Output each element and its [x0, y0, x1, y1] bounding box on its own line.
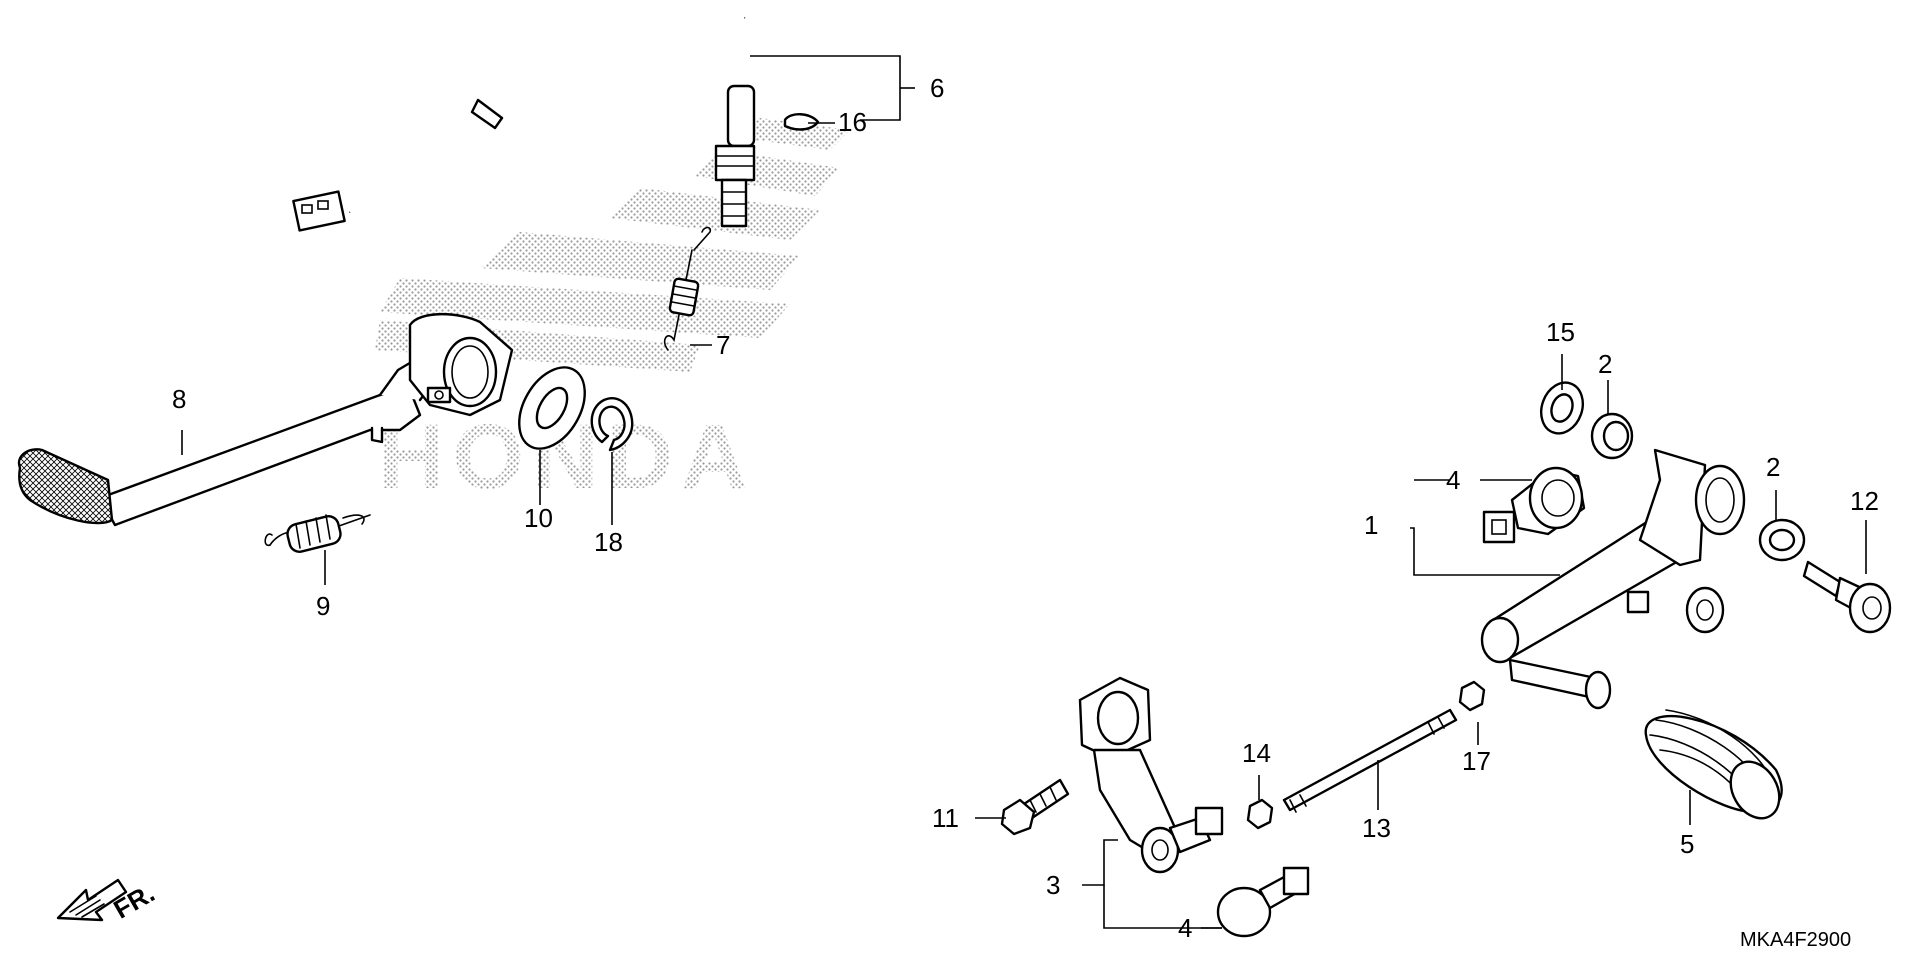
callout-7: 7	[716, 330, 730, 360]
joint-upper	[1482, 466, 1586, 544]
clip-part-16	[783, 113, 820, 131]
callout-15: 15	[1546, 317, 1575, 347]
washer-part-15	[1540, 381, 1584, 435]
brake-switch-harness	[292, 16, 756, 232]
callout-8: 8	[172, 384, 186, 414]
callout-labels: 1 2 2 3 4 4 4 5 6 7 8 9 10 11 12 13 14 1…	[172, 73, 1879, 943]
callout-6: 6	[930, 73, 944, 103]
callout-9: 9	[316, 591, 330, 621]
nut-part-14	[1246, 798, 1274, 830]
pivot-bolt	[1802, 560, 1892, 634]
return-spring	[264, 514, 371, 553]
callout-1: 1	[1364, 510, 1378, 540]
callout-2-upper: 2	[1598, 349, 1612, 379]
shift-rubber	[1644, 709, 1783, 820]
brake-pedal	[17, 312, 514, 527]
callout-12: 12	[1850, 486, 1879, 516]
snap-ring	[590, 397, 634, 452]
leader-lines	[181, 55, 1867, 929]
washer-part-10	[518, 366, 586, 450]
lever-bolt	[1000, 778, 1070, 836]
callout-5: 5	[1680, 829, 1694, 859]
switch-spring	[663, 226, 712, 351]
callout-4-upper: 4	[1446, 465, 1460, 495]
gearshift-arm	[1480, 448, 1746, 710]
callout-13: 13	[1362, 813, 1391, 843]
shift-lever	[1078, 676, 1224, 874]
tie-rod	[1282, 708, 1458, 813]
callout-10: 10	[524, 503, 553, 533]
callout-14: 14	[1242, 738, 1271, 768]
callout-16: 16	[838, 107, 867, 137]
diagram-code: MKA4F2900	[1740, 929, 1851, 951]
nut-part-17	[1458, 680, 1486, 712]
collar-upper	[1590, 412, 1634, 460]
front-direction-arrow: FR.	[56, 878, 160, 925]
callout-4-lower: 4	[1178, 913, 1192, 943]
callout-17: 17	[1462, 746, 1491, 776]
joint-lower	[1216, 866, 1310, 938]
callout-2-right: 2	[1766, 452, 1780, 482]
callout-3: 3	[1046, 870, 1060, 900]
collar-right	[1758, 518, 1806, 562]
callout-18: 18	[594, 527, 623, 557]
callout-11: 11	[932, 803, 959, 833]
